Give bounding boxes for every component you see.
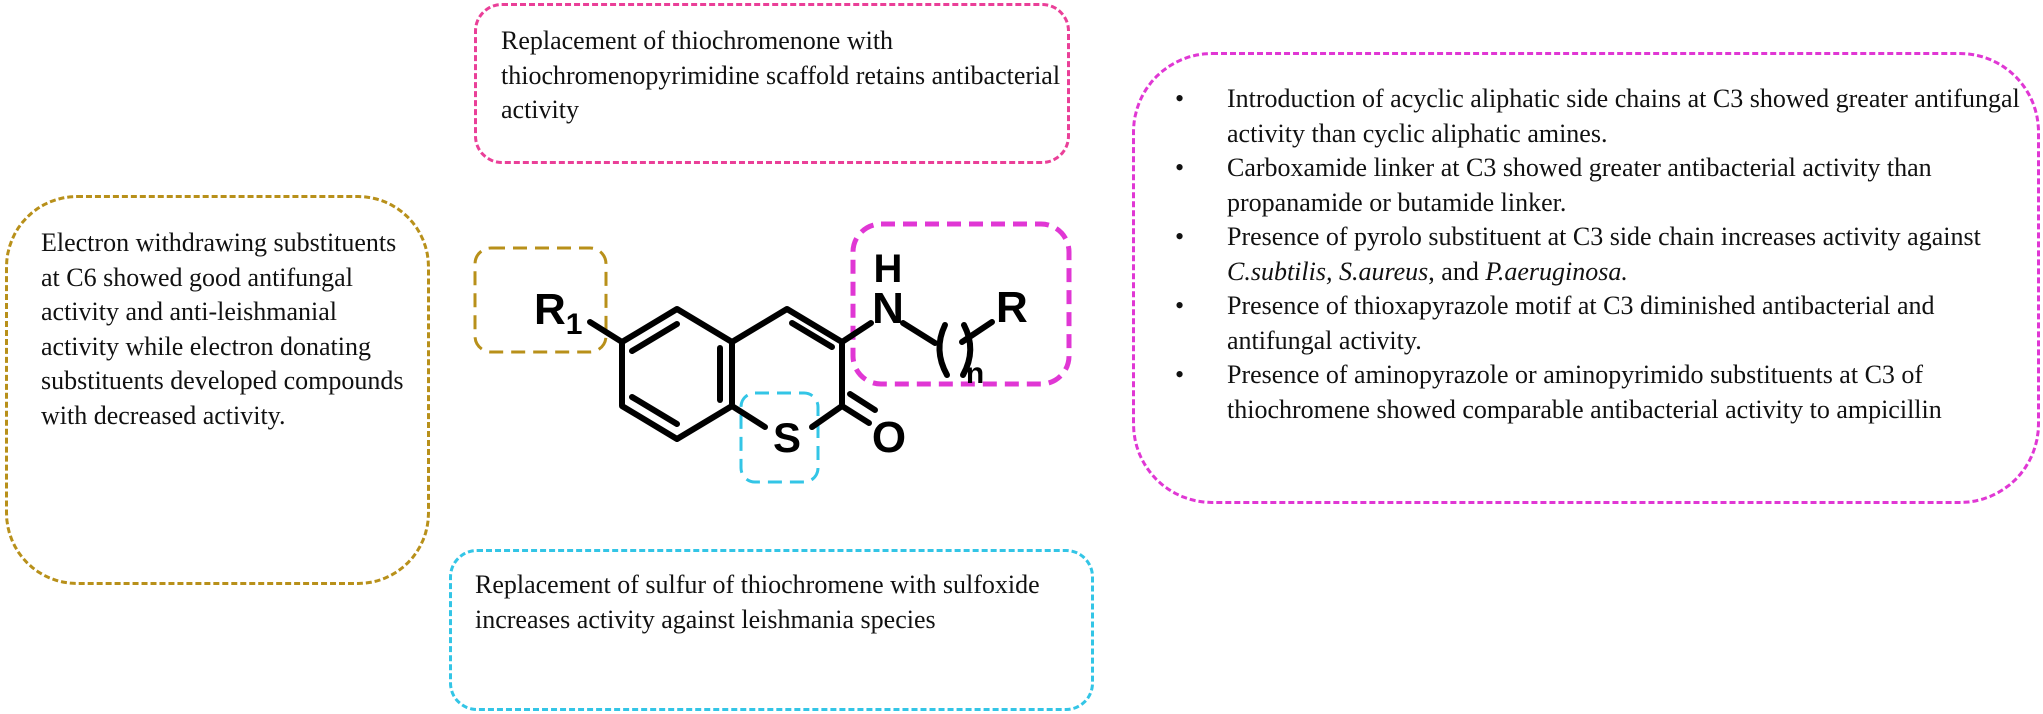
- c3-finding-text: Introduction of acyclic aliphatic side c…: [1227, 84, 2020, 148]
- c3-finding-text: Presence of thioxapyrazole motif at C3 d…: [1227, 291, 1935, 355]
- oxygen-atom: O: [872, 413, 906, 462]
- bullet-icon: •: [1175, 153, 1185, 182]
- bullet-icon: •: [1175, 291, 1185, 320]
- bullet-icon: •: [1175, 84, 1185, 113]
- c3-finding-item: • Presence of aminopyrazole or aminopyri…: [1175, 358, 2025, 427]
- bullet-icon: •: [1175, 222, 1185, 251]
- c6-annotation-box: [5, 195, 430, 585]
- thiochromenone-structure: R1 S O N H n R: [473, 221, 1072, 484]
- chain-length-subscript: n: [966, 357, 984, 390]
- scaffold-note: Replacement of thiochromenone with thioc…: [501, 26, 1061, 124]
- c3-sidechain-highlight: [850, 221, 1072, 387]
- sulfur-note: Replacement of sulfur of thiochromene wi…: [475, 570, 1040, 634]
- c3-finding-text: Carboxamide linker at C3 showed greater …: [1227, 153, 1932, 217]
- c3-finding-item: • Introduction of acyclic aliphatic side…: [1175, 82, 2025, 151]
- r1-label: R1: [534, 285, 582, 341]
- bullet-icon: •: [1175, 360, 1185, 389]
- c3-finding-item: • Presence of pyrolo substituent at C3 s…: [1175, 220, 2025, 289]
- bond-lines: [587, 306, 995, 442]
- sulfur-annotation-box: [449, 549, 1094, 711]
- r1-highlight: [473, 246, 608, 354]
- c3-finding-item: • Carboxamide linker at C3 showed greate…: [1175, 151, 2025, 220]
- c3-finding-item: • Presence of thioxapyrazole motif at C3…: [1175, 289, 2025, 358]
- sulfur-atom: S: [773, 414, 801, 461]
- species-list: C.subtilis, S.aureus: [1227, 256, 1429, 286]
- c3-finding-text: Presence of pyrolo substituent at C3 sid…: [1227, 222, 1981, 251]
- amine-hydrogen: H: [874, 247, 903, 291]
- species-connector: , and: [1428, 256, 1486, 286]
- r-label: R: [996, 283, 1028, 332]
- species-name: P.aeruginosa.: [1485, 256, 1628, 286]
- c3-annotation-box: [1132, 52, 2040, 504]
- c3-findings-list: • Introduction of acyclic aliphatic side…: [1175, 82, 2025, 427]
- c3-finding-text: Presence of aminopyrazole or aminopyrimi…: [1227, 360, 1942, 424]
- c6-substituent-note: Electron withdrawing substituents at C6 …: [41, 228, 404, 430]
- scaffold-annotation-box: [474, 3, 1070, 164]
- amine-nitrogen: N: [872, 284, 904, 333]
- sulfur-highlight: [739, 391, 820, 484]
